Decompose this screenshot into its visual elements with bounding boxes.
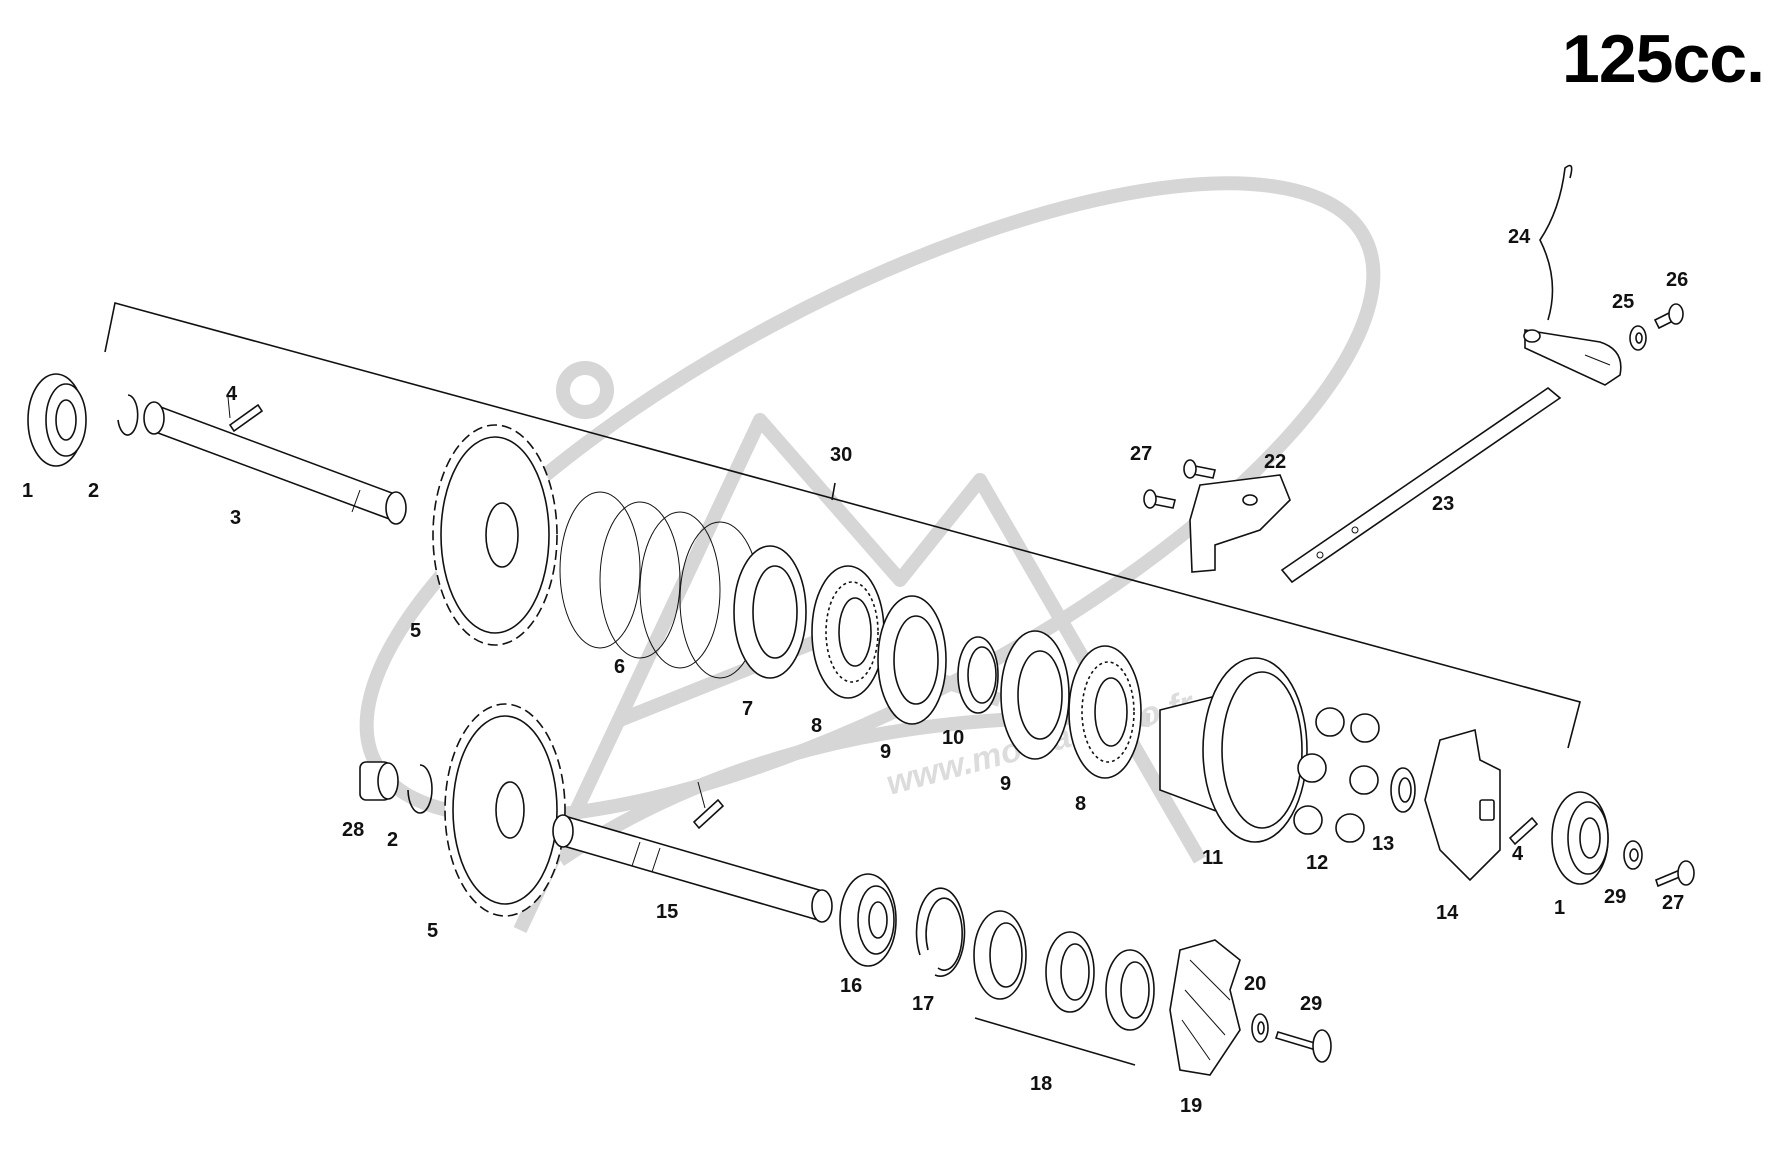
part-ramp-plate-14 <box>1424 728 1501 882</box>
callout-9: 9 <box>880 741 891 763</box>
part-bearing-16 <box>839 873 897 967</box>
callout-3: 3 <box>230 507 241 529</box>
part-balls-12 <box>1293 707 1380 843</box>
callout-5: 5 <box>410 620 421 642</box>
part-bolt-27-upper-b <box>1183 459 1216 479</box>
callout-26: 26 <box>1666 269 1688 291</box>
part-washer-25 <box>1629 325 1647 351</box>
part-thrust-bearing-8b <box>1068 645 1142 779</box>
part-lever-24 <box>1523 164 1622 386</box>
callout-27-right: 27 <box>1662 892 1684 914</box>
callout-18: 18 <box>1030 1073 1052 1095</box>
callout-15: 15 <box>656 901 678 923</box>
part-seal-set-18 <box>973 910 1155 1066</box>
callout-8b: 8 <box>1075 793 1086 815</box>
part-pin-4-lower <box>692 798 725 830</box>
callout-13: 13 <box>1372 833 1394 855</box>
callout-24: 24 <box>1508 226 1531 248</box>
part-rod-23 <box>1280 386 1562 584</box>
callout-8: 8 <box>811 715 822 737</box>
callout-20: 20 <box>1244 973 1266 995</box>
callout-2: 2 <box>88 480 99 502</box>
part-impeller-19 <box>1169 939 1241 1076</box>
callout-1-right: 1 <box>1554 897 1565 919</box>
part-washer-7 <box>733 545 807 679</box>
callout-2-lower: 2 <box>387 829 398 851</box>
callout-29-right: 29 <box>1604 886 1626 908</box>
callout-16: 16 <box>840 975 862 997</box>
callout-25: 25 <box>1612 291 1634 313</box>
callout-27-upper: 27 <box>1130 443 1152 465</box>
part-needle-bearing-28 <box>359 761 399 801</box>
part-washer-9b <box>1000 630 1070 760</box>
callout-12: 12 <box>1306 852 1328 874</box>
callout-6: 6 <box>614 656 625 678</box>
part-shaft-15 <box>552 814 833 923</box>
part-bracket-22 <box>1189 474 1291 573</box>
part-ring-13 <box>1390 767 1416 813</box>
part-gear-5-lower <box>444 703 566 917</box>
part-screw-29-lower <box>1274 1029 1332 1063</box>
part-pin-4-right <box>1508 816 1539 846</box>
part-spring-6 <box>559 491 761 679</box>
leader-lines <box>227 396 706 809</box>
callout-4-right: 4 <box>1512 843 1524 865</box>
part-bolt-27-upper-a <box>1143 489 1176 509</box>
callout-14: 14 <box>1436 902 1459 924</box>
part-circlip-17 <box>915 887 966 977</box>
callout-5-lower: 5 <box>427 920 438 942</box>
callout-22: 22 <box>1264 451 1286 473</box>
part-circlip-2 <box>117 394 139 436</box>
callout-19: 19 <box>1180 1095 1202 1117</box>
part-gear-5-upper <box>432 424 558 646</box>
part-circlip-2-lower <box>407 764 433 814</box>
part-bearing-1 <box>27 373 87 467</box>
callout-17: 17 <box>912 993 934 1015</box>
engine-size-title: 125cc. <box>1562 21 1765 97</box>
part-bearing-1-right <box>1551 791 1609 885</box>
callout-11: 11 <box>1202 847 1223 869</box>
callout-23: 23 <box>1432 493 1454 515</box>
callout-9b: 9 <box>1000 773 1011 795</box>
part-bolt-26 <box>1653 303 1684 330</box>
callout-10: 10 <box>942 727 964 749</box>
callout-1: 1 <box>22 480 33 502</box>
part-bushing-10 <box>957 636 999 714</box>
part-washer-20 <box>1251 1013 1269 1043</box>
part-clutch-cup-11 <box>1159 657 1308 843</box>
callout-7: 7 <box>742 698 753 720</box>
part-thrust-bearing-8a <box>811 565 885 699</box>
part-bolt-27-right <box>1655 860 1695 888</box>
callout-29-lower: 29 <box>1300 993 1322 1015</box>
part-pin-4-upper <box>228 403 264 433</box>
part-washer-9a <box>877 595 947 725</box>
part-washer-29-right <box>1623 840 1643 870</box>
callout-4: 4 <box>226 383 238 405</box>
callout-30: 30 <box>830 444 852 466</box>
assembly-bracket <box>104 302 1581 749</box>
callouts: 1 2 3 4 5 6 7 8 9 10 11 12 13 14 1 29 27… <box>22 226 1688 1117</box>
part-shaft-3 <box>143 401 407 525</box>
callout-28: 28 <box>342 819 364 841</box>
